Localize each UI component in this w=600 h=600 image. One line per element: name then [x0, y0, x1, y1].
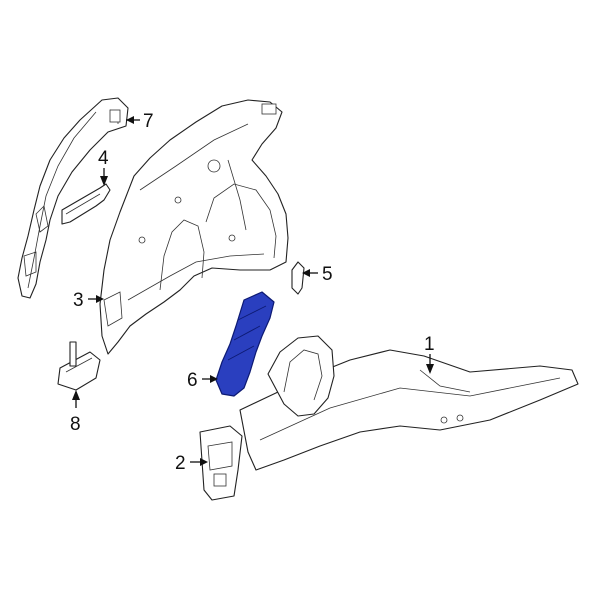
part-6-reinforcement-highlighted — [215, 291, 275, 397]
callout-label-2: 2 — [175, 453, 186, 474]
callout-label-1: 1 — [424, 334, 435, 355]
part-7-apron-strip — [17, 97, 129, 299]
part-5-bracket — [291, 261, 305, 295]
callout-label-6: 6 — [187, 370, 198, 391]
callout-4: 4 — [98, 148, 109, 186]
callout-label-4: 4 — [98, 148, 109, 169]
callout-label-5: 5 — [322, 264, 333, 285]
part-8-mount — [57, 341, 101, 391]
callout-label-8: 8 — [70, 414, 81, 435]
callout-8: 8 — [70, 390, 81, 435]
part-1-side-member — [239, 335, 579, 471]
callout-3: 3 — [73, 290, 104, 311]
callout-label-3: 3 — [73, 290, 84, 311]
callout-2: 2 — [175, 453, 208, 474]
part-4-bracket — [61, 183, 111, 225]
callout-6: 6 — [187, 370, 218, 391]
part-3-inner-fender — [99, 99, 289, 355]
callout-label-7: 7 — [143, 111, 154, 132]
callout-7: 7 — [126, 111, 154, 132]
callout-5: 5 — [302, 264, 333, 285]
callout-1: 1 — [424, 334, 435, 374]
part-2-plate — [199, 425, 243, 501]
